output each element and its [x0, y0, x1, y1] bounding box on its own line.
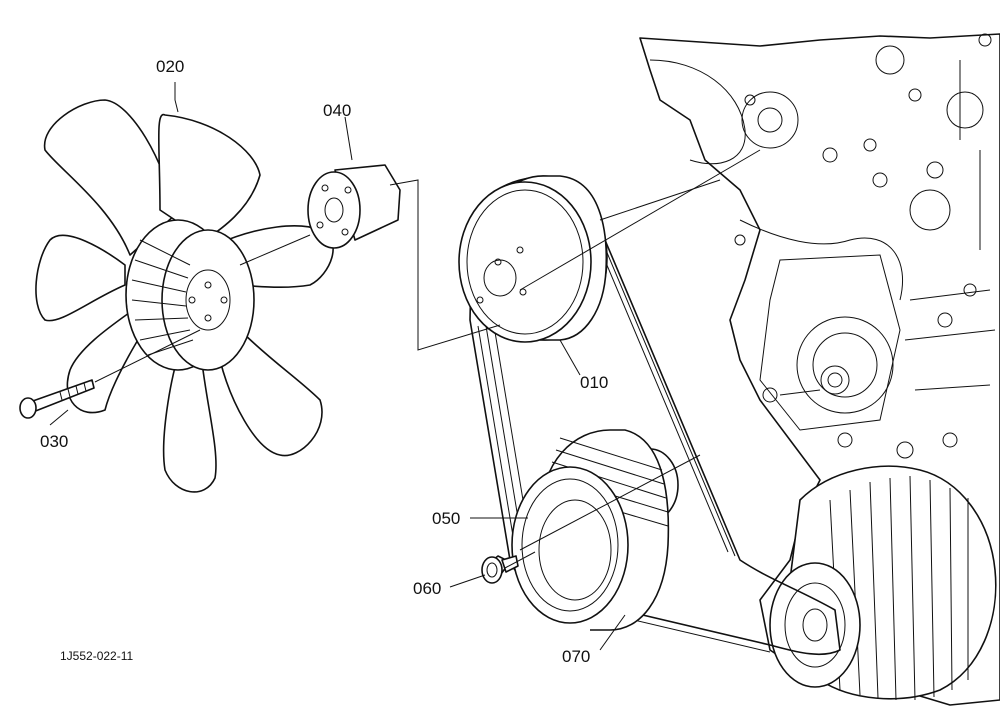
figure-reference: 1J552-022-11 [60, 649, 133, 663]
label-010: 010 [580, 373, 608, 392]
label-050: 050 [432, 509, 460, 528]
fan-bolt [19, 379, 95, 419]
crankshaft-pulley [511, 429, 679, 631]
assembly-lines [49, 82, 821, 651]
label-040: 040 [323, 101, 351, 120]
label-060: 060 [413, 579, 441, 598]
cooling-fan [35, 99, 334, 493]
fan-drive-pulley [458, 175, 608, 343]
alternator [769, 465, 997, 701]
pulley-bolt [481, 555, 519, 584]
label-030: 030 [40, 432, 68, 451]
label-070: 070 [562, 647, 590, 666]
fan-spacer [307, 164, 401, 249]
label-020: 020 [156, 57, 184, 76]
